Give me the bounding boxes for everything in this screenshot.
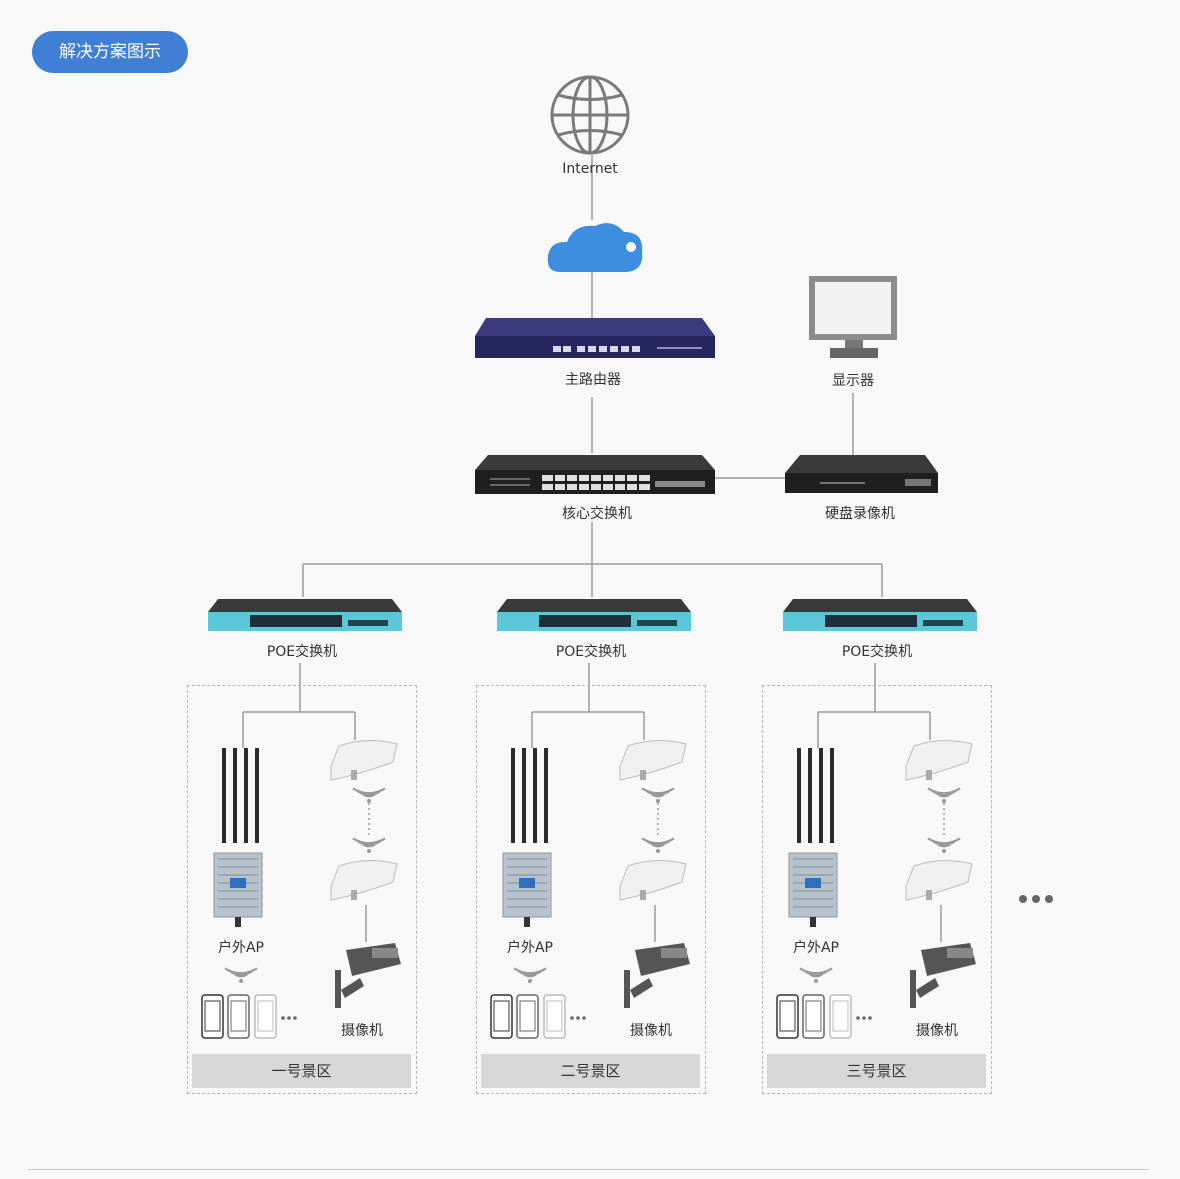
zone-2-bridge-wifi-icon-2 — [641, 837, 675, 853]
zone-2-camera-label: 摄像机 — [630, 1023, 672, 1039]
zone-2-area — [476, 685, 706, 1094]
zone-1-lines — [242, 663, 370, 942]
zone-1-phone-icon-2 — [227, 994, 250, 1039]
zone-1-ap-wifi-icon — [224, 967, 258, 983]
router-device — [475, 318, 715, 358]
bottom-divider — [28, 1169, 1149, 1170]
globe-icon — [550, 75, 630, 155]
zone-layer — [201, 599, 977, 1039]
zone-1-area — [187, 685, 417, 1094]
zone-3-camera-icon — [910, 943, 976, 1008]
zone-3-bridge-1 — [905, 740, 973, 781]
zone-1-more-devices-icon — [281, 1016, 297, 1020]
zone-3-more-devices-icon — [856, 1016, 872, 1020]
zone-1-bridge-2 — [330, 860, 398, 901]
zone-1-phone-icon-1 — [201, 994, 224, 1039]
zone-2-lines — [531, 663, 659, 942]
zone-2-phone-icon-2 — [516, 994, 539, 1039]
zone-2-footer: 二号景区 — [481, 1054, 700, 1088]
connection-lines — [302, 155, 883, 597]
zone-1-devices — [201, 599, 402, 1039]
core-switch-device — [475, 455, 715, 494]
zone-2-poe-switch — [497, 599, 691, 631]
router-label: 主路由器 — [565, 372, 621, 388]
zone-2-phone-icon-3 — [543, 994, 566, 1039]
monitor-icon — [809, 276, 897, 358]
zone-2-devices — [490, 599, 691, 1039]
zone-1-outdoor-ap — [213, 748, 263, 927]
zone-1-ap-label: 户外AP — [217, 940, 265, 956]
zone-2-ap-label: 户外AP — [506, 940, 554, 956]
monitor-label: 显示器 — [832, 373, 874, 389]
zone-1-bridge-wifi-icon-1 — [352, 787, 386, 803]
zone-2-ap-wifi-icon — [513, 967, 547, 983]
zone-3-devices — [776, 599, 977, 1039]
solution-diagram-badge: 解决方案图示 — [32, 31, 188, 73]
zone-2-bridge-2 — [619, 860, 687, 901]
zone-2-bridge-1 — [619, 740, 687, 781]
zone-3-poe-switch — [783, 599, 977, 631]
zone-1-camera-icon — [335, 943, 401, 1008]
zone-3-phone-icon-1 — [776, 994, 799, 1039]
zone-3-lines — [817, 663, 945, 942]
zone-3-footer: 三号景区 — [767, 1054, 986, 1088]
internet-label: Internet — [562, 161, 618, 177]
nvr-label: 硬盘录像机 — [825, 506, 895, 522]
zone-3-bridge-2 — [905, 860, 973, 901]
zone-2-outdoor-ap — [502, 748, 552, 927]
zone-3-phone-icon-3 — [829, 994, 852, 1039]
zone-3-ap-label: 户外AP — [792, 940, 840, 956]
more-zones-indicator — [1018, 891, 1058, 905]
zone-1-poe-switch — [208, 599, 402, 631]
zone-1-camera-label: 摄像机 — [341, 1023, 383, 1039]
zone-2-more-devices-icon — [570, 1016, 586, 1020]
cloud-icon — [547, 223, 643, 272]
zone-1-phone-icon-3 — [254, 994, 277, 1039]
zone-3-camera-label: 摄像机 — [916, 1023, 958, 1039]
zone-3-ap-wifi-icon — [799, 967, 833, 983]
zone-2-camera-icon — [624, 943, 690, 1008]
zone-1-poe-switch-label: POE交换机 — [266, 644, 338, 660]
zone-1-bridge-wifi-icon-2 — [352, 837, 386, 853]
zone-1-bridge-1 — [330, 740, 398, 781]
zone-3-outdoor-ap — [788, 748, 838, 927]
zone-2-poe-switch-label: POE交换机 — [555, 644, 627, 660]
zone-3-bridge-wifi-icon-1 — [927, 787, 961, 803]
zone-1-footer: 一号景区 — [192, 1054, 411, 1088]
zone-2-phone-icon-1 — [490, 994, 513, 1039]
zone-3-phone-icon-2 — [802, 994, 825, 1039]
zone-3-area — [762, 685, 992, 1094]
zone-3-bridge-wifi-icon-2 — [927, 837, 961, 853]
zone-2-bridge-wifi-icon-1 — [641, 787, 675, 803]
zone-3-poe-switch-label: POE交换机 — [841, 644, 913, 660]
nvr-device — [785, 455, 938, 493]
core-switch-label: 核心交换机 — [562, 506, 632, 522]
ellipsis-icon — [1019, 895, 1053, 903]
